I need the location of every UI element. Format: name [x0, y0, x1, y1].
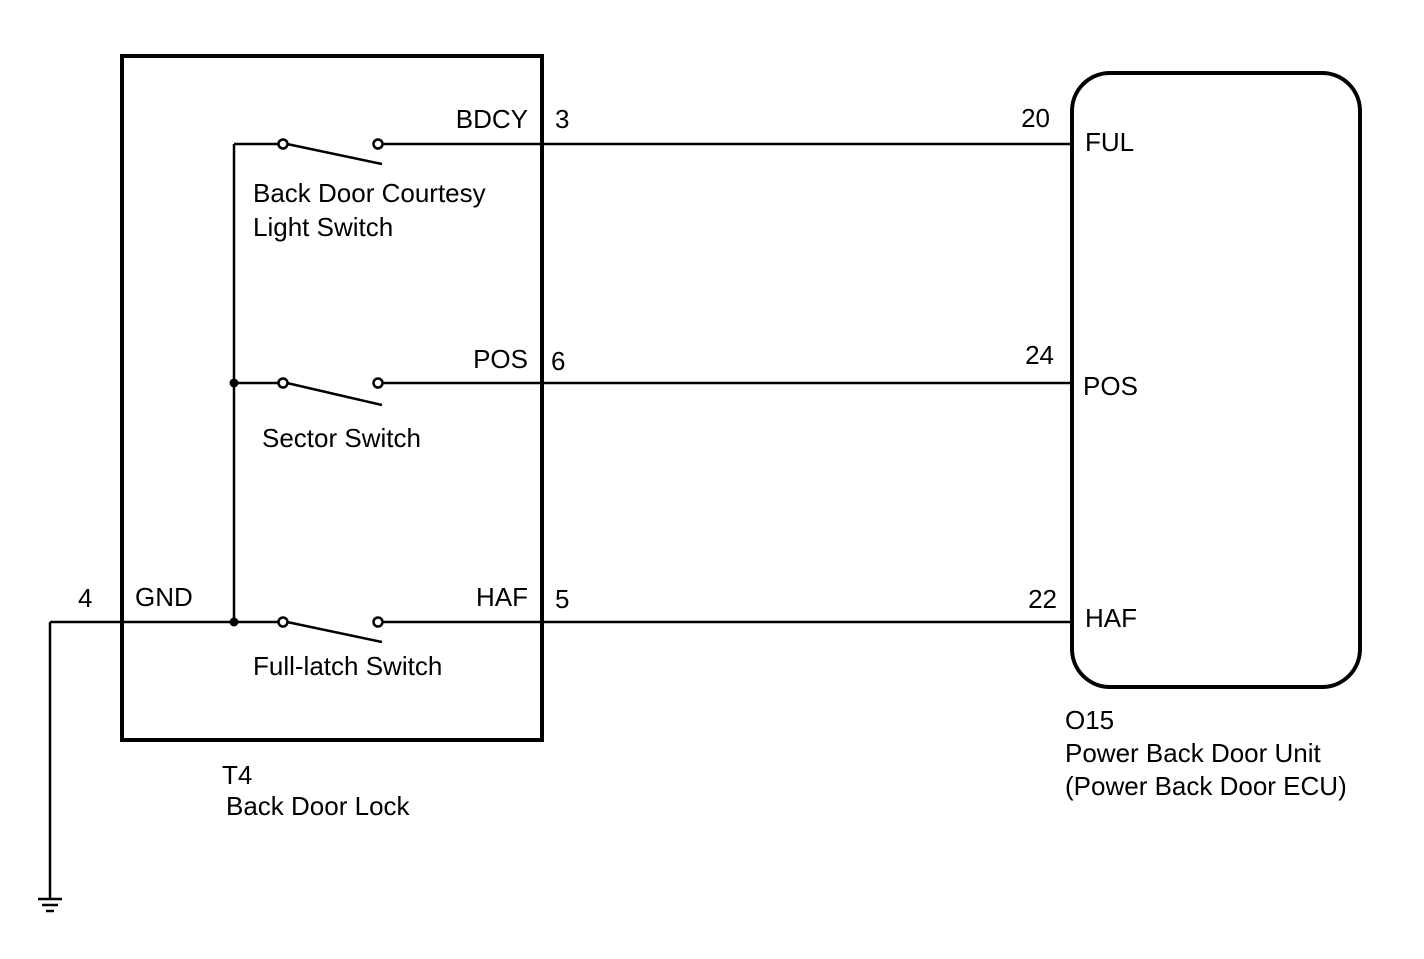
- courtesy-light-switch-icon: [277, 138, 384, 166]
- ecu-input2-pin: 24: [1025, 340, 1054, 370]
- lock-unit-code: T4: [222, 760, 252, 790]
- switch3-name-line1: Full-latch Switch: [253, 651, 442, 681]
- ground-pin-label: 4: [78, 583, 92, 613]
- switch1-signal-label: BDCY: [456, 104, 528, 134]
- switch3-pin-label: 5: [555, 584, 569, 614]
- ecu-unit-name-line1: Power Back Door Unit: [1065, 738, 1322, 768]
- junction-dot-gnd: [229, 617, 239, 627]
- switch3-signal-label: HAF: [476, 582, 528, 612]
- full-latch-switch-icon: [277, 616, 384, 644]
- junction-dot-sector: [229, 378, 239, 388]
- lock-unit-name: Back Door Lock: [226, 791, 411, 821]
- ecu-input1-pin: 20: [1021, 103, 1050, 133]
- switch2-signal-label: POS: [473, 344, 528, 374]
- ecu-unit-name-line2: (Power Back Door ECU): [1065, 771, 1347, 801]
- ecu-input1-label: FUL: [1085, 127, 1134, 157]
- switch1-name-line1: Back Door Courtesy: [253, 178, 486, 208]
- ecu-box: [1070, 71, 1362, 689]
- switch2-pin-label: 6: [551, 346, 565, 376]
- ground-signal-label: GND: [135, 582, 193, 612]
- ground-symbol-icon: [38, 897, 62, 913]
- back-door-lock-box: [120, 54, 544, 742]
- ecu-input2-label: POS: [1083, 371, 1138, 401]
- switch1-name-line2: Light Switch: [253, 212, 393, 242]
- ecu-unit-code: O15: [1065, 705, 1114, 735]
- ecu-input3-pin: 22: [1028, 584, 1057, 614]
- switch1-pin-label: 3: [555, 104, 569, 134]
- ecu-input3-label: HAF: [1085, 603, 1137, 633]
- sector-switch-icon: [277, 377, 384, 407]
- switch2-name-line1: Sector Switch: [262, 423, 421, 453]
